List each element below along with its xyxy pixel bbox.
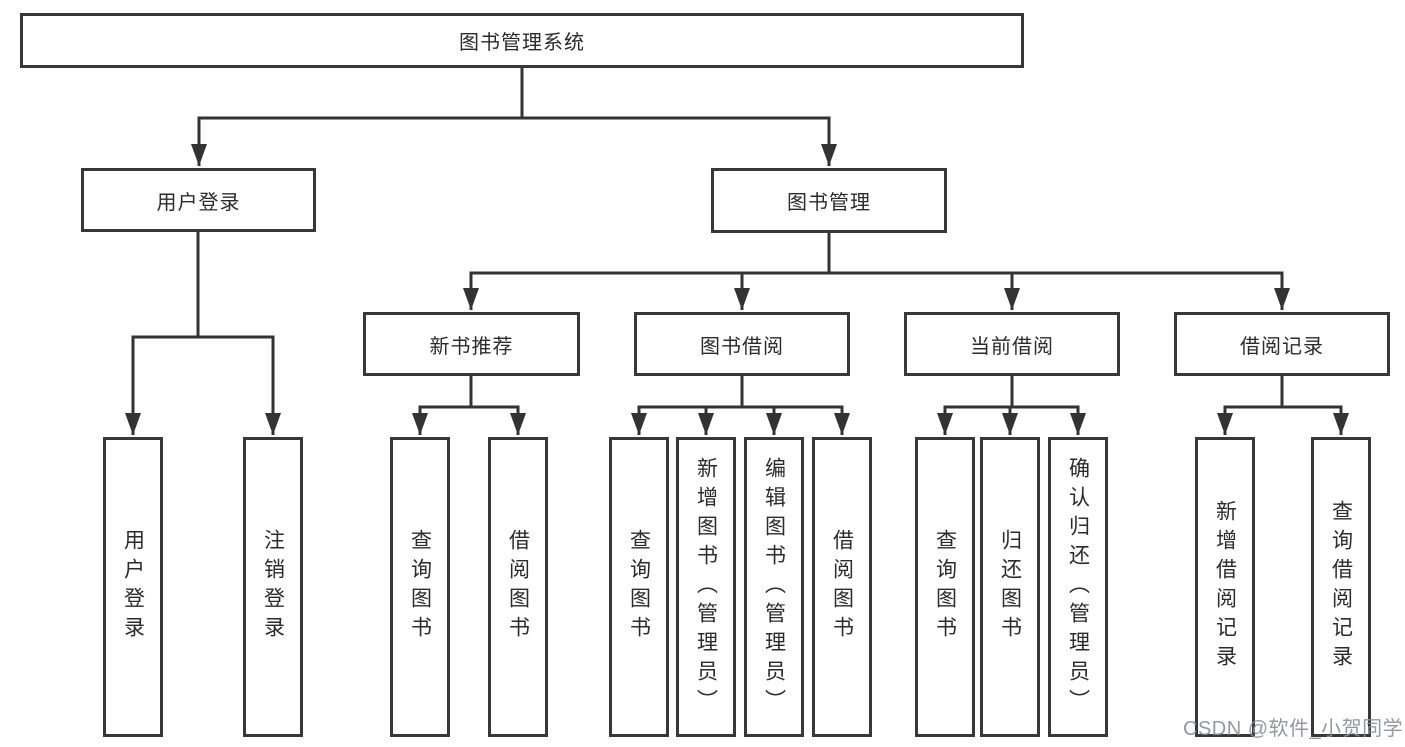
leaf-borrow-books-borrowing: 借阅图书 <box>812 437 872 737</box>
node-book-borrowing: 图书借阅 <box>634 312 850 376</box>
leaf-borrow-books-recommend-label: 借阅图书 <box>506 529 530 645</box>
csdn-watermark: CSDN @软件_小贺同学 <box>1183 718 1404 740</box>
node-root: 图书管理系统 <box>20 13 1024 68</box>
leaf-edit-book-admin: 编辑图书（管理员） <box>744 437 804 737</box>
leaf-return-book: 归还图书 <box>980 437 1040 737</box>
leaf-logout-label: 注销登录 <box>261 529 285 645</box>
connector-book-management-branch <box>463 233 1290 310</box>
leaf-borrow-books-recommend: 借阅图书 <box>488 437 548 737</box>
node-borrowing-records: 借阅记录 <box>1174 312 1390 376</box>
node-new-book-recommend: 新书推荐 <box>363 312 580 376</box>
node-user-login-label: 用户登录 <box>156 191 241 214</box>
node-root-label: 图书管理系统 <box>459 32 585 54</box>
leaf-query-books-current-label: 查询图书 <box>933 529 957 645</box>
node-user-login: 用户登录 <box>81 168 316 232</box>
leaf-query-books-borrowing-label: 查询图书 <box>627 529 651 645</box>
node-book-management-label: 图书管理 <box>787 192 871 214</box>
leaf-add-borrow-record-label: 新增借阅记录 <box>1213 500 1237 674</box>
connector-user-login-branch <box>125 232 281 435</box>
connector-borrowing-records-branch <box>1217 376 1349 435</box>
node-new-book-recommend-label: 新书推荐 <box>429 335 514 358</box>
leaf-user-login-label: 用户登录 <box>121 529 145 645</box>
leaf-confirm-return-admin: 确认归还（管理员） <box>1048 437 1108 737</box>
leaf-add-book-admin-label: 新增图书（管理员） <box>694 456 718 718</box>
leaf-query-books-current: 查询图书 <box>915 437 975 737</box>
node-borrowing-records-label: 借阅记录 <box>1240 335 1324 358</box>
connector-root-to-level2 <box>191 68 837 166</box>
leaf-query-borrow-record: 查询借阅记录 <box>1311 437 1371 737</box>
leaf-query-books-recommend-label: 查询图书 <box>408 529 432 645</box>
node-current-borrowing: 当前借阅 <box>904 312 1120 376</box>
leaf-query-books-recommend: 查询图书 <box>390 437 450 737</box>
leaf-query-books-borrowing: 查询图书 <box>609 437 669 737</box>
leaf-user-login: 用户登录 <box>103 437 163 737</box>
leaf-add-borrow-record: 新增借阅记录 <box>1195 437 1255 737</box>
connector-current-borrowing-branch <box>937 376 1086 435</box>
connector-book-borrowing-branch <box>631 376 850 435</box>
node-book-management: 图书管理 <box>711 168 947 233</box>
node-book-borrowing-label: 图书借阅 <box>700 335 784 358</box>
leaf-confirm-return-admin-label: 确认归还（管理员） <box>1066 456 1090 718</box>
leaf-add-book-admin: 新增图书（管理员） <box>676 437 736 737</box>
leaf-logout: 注销登录 <box>243 437 303 737</box>
leaf-borrow-books-borrowing-label: 借阅图书 <box>830 529 854 645</box>
leaf-query-borrow-record-label: 查询借阅记录 <box>1329 500 1353 674</box>
leaf-return-book-label: 归还图书 <box>998 529 1022 645</box>
connector-new-book-recommend-branch <box>412 376 526 435</box>
leaf-edit-book-admin-label: 编辑图书（管理员） <box>762 456 786 718</box>
node-current-borrowing-label: 当前借阅 <box>970 335 1054 358</box>
